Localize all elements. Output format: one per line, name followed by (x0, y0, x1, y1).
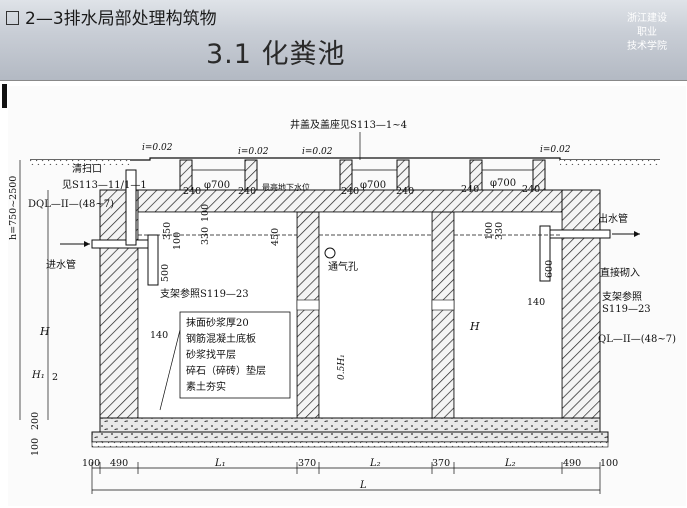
partition-2 (431, 211, 455, 423)
phi700-2: φ700 (360, 180, 386, 191)
dim-ticks-bottom (91, 462, 601, 494)
school-line-3: 技术学院 (627, 41, 667, 52)
dim-bottom-370-2: 370 (432, 458, 450, 469)
bottom-slab (99, 417, 601, 433)
dim-H1: H₁ (31, 370, 45, 381)
dim-450: 450 (270, 228, 281, 246)
checkbox-icon (6, 11, 19, 25)
dim-100-b: 100 (484, 222, 495, 240)
ground-soil-left (30, 160, 130, 165)
dim-350: 350 (162, 222, 173, 240)
layer-3: 砂浆找平层 (186, 348, 236, 361)
dim-400: 100 (200, 204, 211, 222)
layer-2: 钢筋混凝土底板 (186, 332, 256, 345)
manhole-2 (339, 159, 410, 191)
label-inlet-pipe: 进水管 (46, 258, 76, 271)
outlet-arrow-head (634, 231, 640, 237)
header-divider (0, 80, 687, 81)
layer-4: 碎石（碎砖）垫层 (186, 364, 266, 377)
right-wall (561, 189, 601, 423)
ground-soil-right (560, 160, 660, 165)
dim-bottom-490-right: 490 (563, 458, 581, 469)
dim-240-1: 240 (183, 186, 201, 197)
label-cleanout-ref: 见S113—11/1—1 (62, 179, 147, 191)
chamber-2 (318, 211, 433, 419)
section-subtitle: 3.1 化粪池 (206, 39, 346, 70)
layer-1: 抹面砂浆厚20 (186, 316, 249, 329)
phi700-3: φ700 (490, 178, 516, 189)
label-dql: DQL—II—(48~7) (28, 199, 114, 210)
label-direct-brick: 直接砌入 (600, 266, 640, 279)
page-title-text: 2—3排水局部处理构筑物 (25, 9, 217, 29)
gravel-bed (91, 431, 609, 443)
dim-H: H (39, 325, 50, 338)
slope-2: i=0.02 (238, 147, 269, 157)
left-marker (2, 84, 7, 108)
dim-L3: L₂ (504, 458, 516, 469)
dim-330-1: 330 (200, 227, 211, 245)
dim-two: 2 (52, 372, 58, 383)
dim-240-5: 240 (461, 184, 479, 195)
dim-H-right: H (469, 320, 480, 333)
school-name: 浙江建设 职业 技术学院 (612, 12, 682, 54)
page-title: 2—3排水局部处理构筑物 (6, 4, 217, 29)
dim-L2: L₂ (369, 458, 381, 469)
dim-500: 500 (160, 264, 171, 282)
inlet-tee (147, 234, 159, 286)
dim-bottom-100-left: 100 (82, 458, 100, 469)
compacted-soil (91, 441, 609, 448)
dim-bottom-490-left: 490 (110, 458, 128, 469)
slope-1: i=0.02 (142, 143, 173, 153)
outlet-tee (539, 225, 551, 282)
label-outlet-pipe: 出水管 (598, 212, 628, 225)
cleanout-pipe (125, 169, 137, 246)
label-groundwater: 最高地下水位 (262, 182, 310, 192)
partition-1-opening (296, 299, 320, 311)
dim-140-right: 140 (527, 297, 545, 308)
dim-h-depth: h=750~2500 (8, 176, 19, 240)
phi700-1: φ700 (204, 180, 230, 191)
dim-240-2: 240 (238, 186, 256, 197)
dim-240-4: 240 (396, 186, 414, 197)
label-cleanout: 清扫口 (72, 162, 102, 175)
label-bracket-right-2: S119—23 (602, 304, 651, 315)
label-vent: 通气孔 (328, 260, 358, 273)
label-bracket-left: 支架参照S119—23 (160, 287, 249, 300)
dim-bottom-100-right: 100 (600, 458, 618, 469)
label-manhole-cover: 井盖及盖座见S113—1~4 (290, 118, 407, 131)
manhole-3 (469, 159, 546, 191)
dim-200: 200 (30, 412, 41, 430)
vent-hole (324, 247, 336, 259)
dim-L: L (359, 480, 367, 491)
dim-L1: L₁ (214, 458, 226, 469)
partition-2-opening (431, 299, 455, 311)
partition-1 (296, 211, 320, 423)
inlet-arrow-head (84, 241, 90, 247)
dim-240-6: 240 (522, 184, 540, 195)
layer-5: 素土夯实 (186, 380, 226, 393)
label-bracket-right-1: 支架参照 (602, 290, 642, 303)
dim-100-c: 100 (30, 438, 41, 456)
school-line-2: 职业 (637, 27, 657, 38)
layers-leader (159, 329, 181, 411)
slope-3: i=0.02 (302, 147, 333, 157)
manhole-1 (179, 159, 258, 191)
dim-600: 600 (544, 260, 555, 278)
dim-240-3: 240 (341, 186, 359, 197)
layers-legend (179, 311, 291, 399)
dim-bottom-370-1: 370 (298, 458, 316, 469)
dim-half-h: 0.5H₁ (337, 354, 347, 380)
dim-330-2: 330 (494, 222, 505, 240)
slope-4: i=0.02 (540, 145, 571, 155)
header-banner: 2—3排水局部处理构筑物 3.1 化粪池 浙江建设 职业 技术学院 (0, 0, 687, 80)
dim-100-a: 100 (172, 232, 183, 250)
label-ql: QL—II—(48~7) (598, 334, 676, 345)
inlet-pipe (91, 239, 153, 249)
dim-140-left: 140 (150, 330, 168, 341)
school-line-1: 浙江建设 (627, 13, 667, 24)
